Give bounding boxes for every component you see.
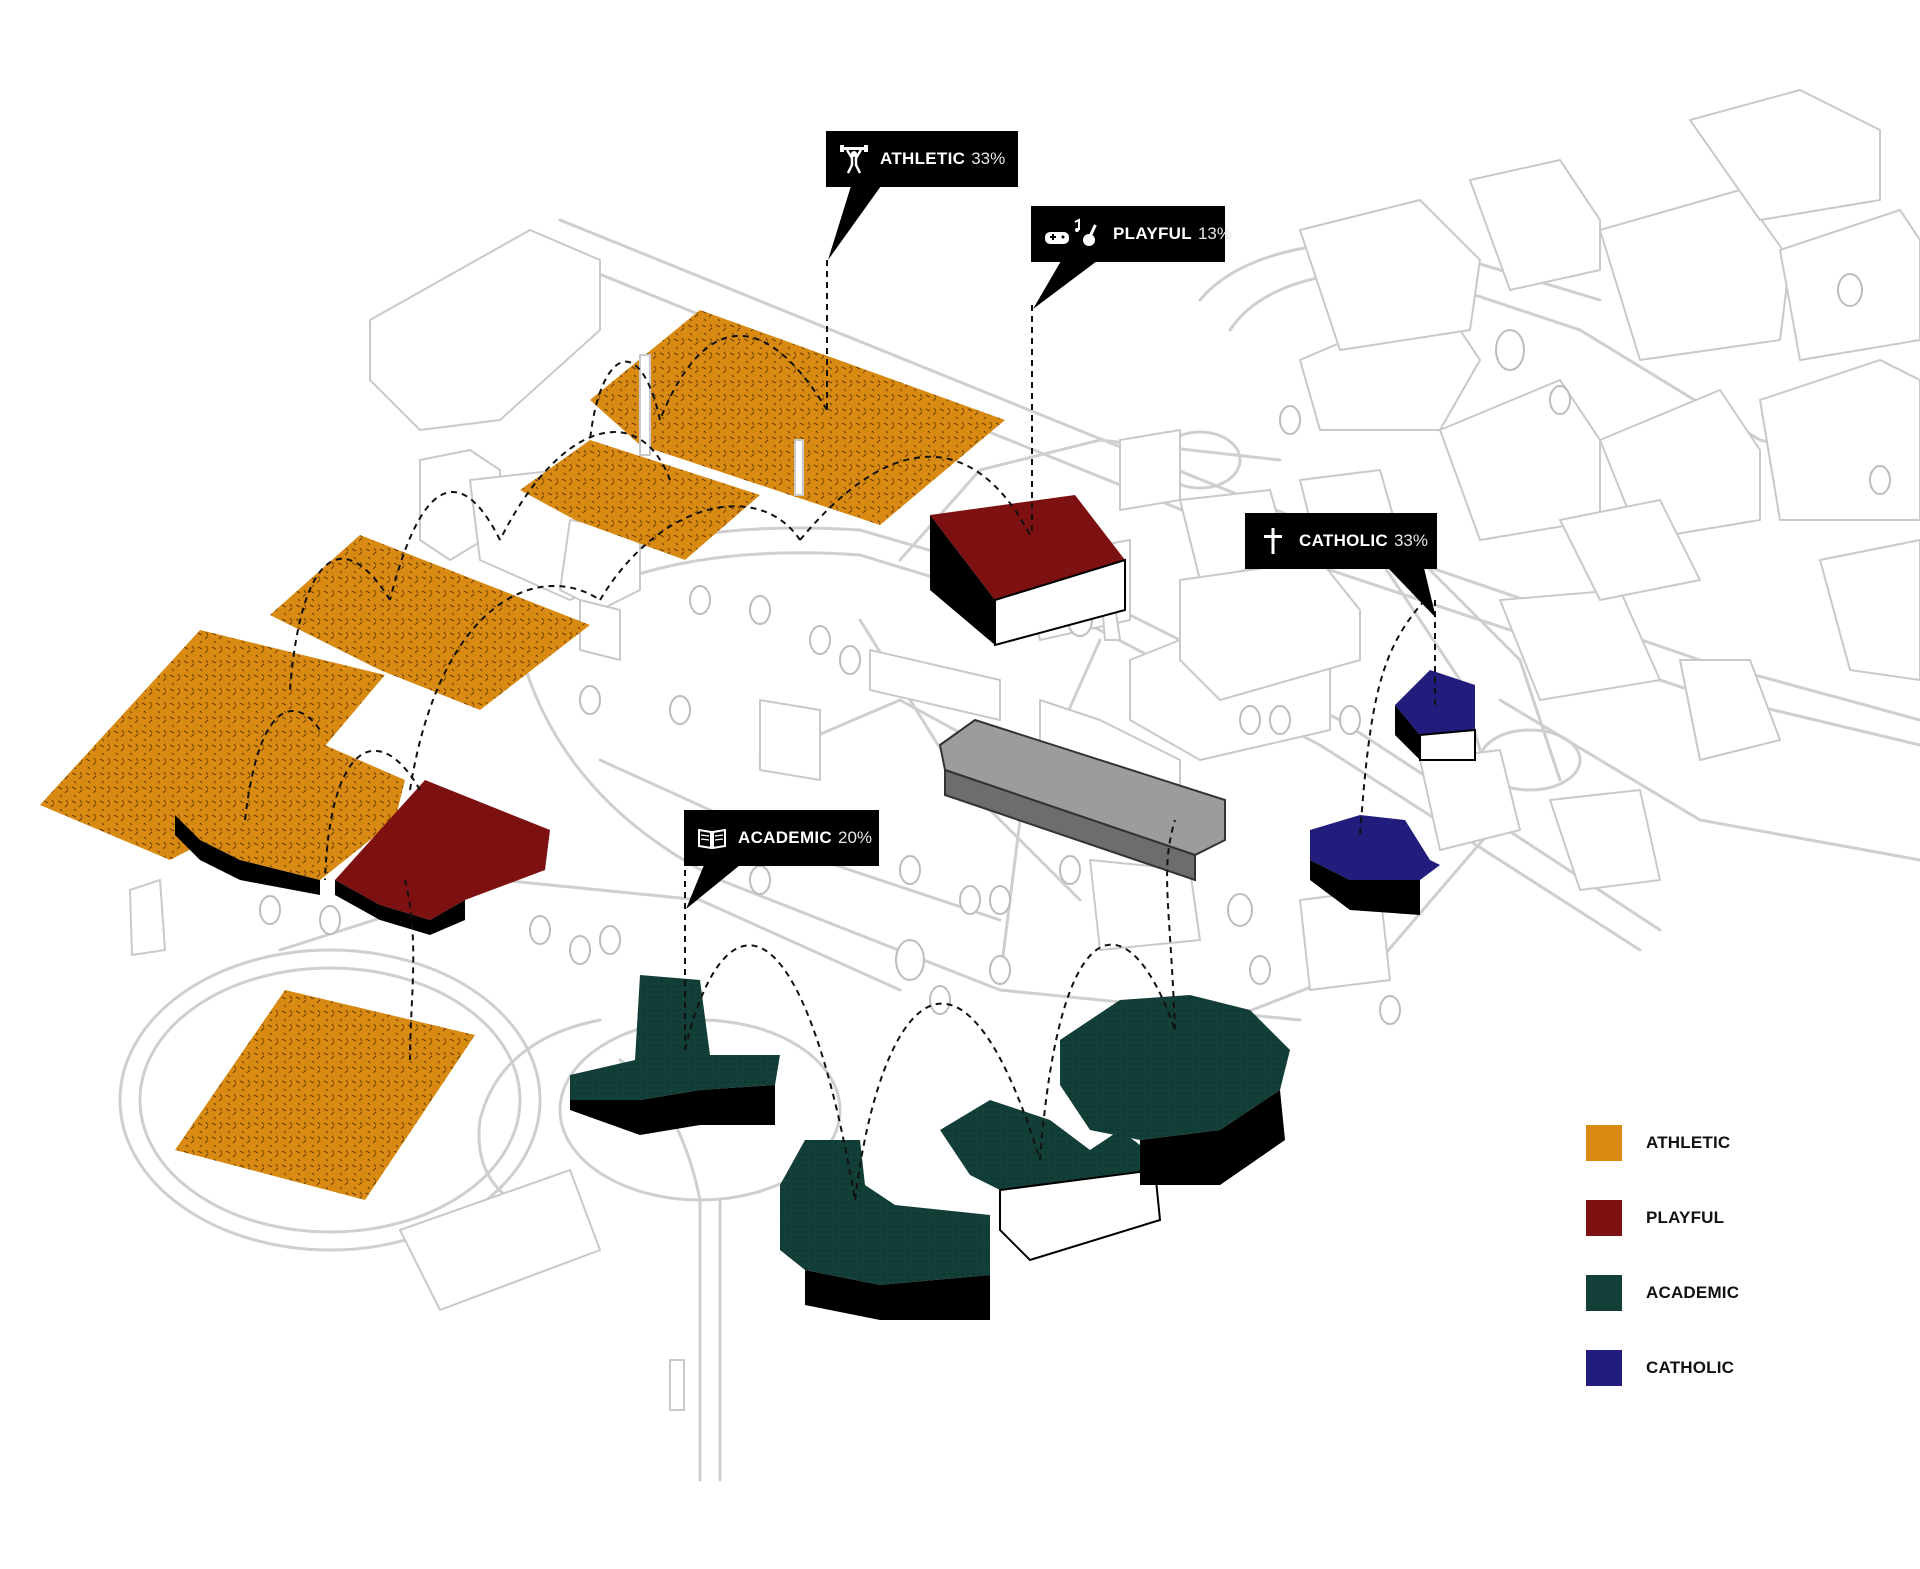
callout-academic-label: ACADEMIC — [738, 828, 833, 847]
legend-swatch-playful — [1586, 1200, 1622, 1236]
catholic-building — [1310, 815, 1440, 880]
cross-icon — [1257, 525, 1289, 557]
gamepad-guitar-icon — [1043, 218, 1103, 250]
callout-athletic: ATHLETIC 33% — [826, 131, 1018, 187]
athletic-field-upper — [520, 440, 760, 560]
callout-athletic-label: ATHLETIC — [880, 149, 966, 168]
playful-building-west — [335, 780, 550, 920]
academic-building-1-side — [570, 1085, 775, 1135]
legend-item-playful: PLAYFUL — [1586, 1200, 1739, 1236]
playful-building-north — [930, 495, 1125, 600]
callout-athletic-percent: 33% — [971, 149, 1006, 168]
callout-academic: ACADEMIC 20% — [684, 810, 879, 866]
main-heritage-building — [938, 718, 1226, 882]
legend-label-athletic: ATHLETIC — [1646, 1133, 1731, 1152]
legend-swatch-athletic — [1586, 1125, 1622, 1161]
legend-swatch-catholic — [1586, 1350, 1622, 1386]
callout-catholic-tail — [1388, 568, 1436, 618]
athletic-field-top — [590, 310, 1005, 525]
callout-academic-tail — [686, 865, 740, 909]
athletic-building-west-side — [175, 815, 320, 895]
legend-swatch-academic — [1586, 1275, 1622, 1311]
callout-catholic-percent: 33% — [1393, 531, 1428, 550]
callout-catholic: CATHOLIC 33% — [1245, 513, 1437, 569]
callout-playful-percent: 13% — [1197, 224, 1232, 243]
playful-building-north-side — [930, 515, 995, 645]
playful-building-west-side — [335, 880, 465, 935]
callout-playful-tail — [1033, 261, 1097, 309]
connection-lines — [244, 260, 1436, 1201]
callout-athletic-tail — [828, 186, 881, 260]
legend: ATHLETIC PLAYFUL ACADEMIC CATHOLIC — [1586, 1125, 1739, 1425]
book-icon — [696, 822, 728, 854]
catholic-chapel-side — [1395, 705, 1420, 760]
athletic-field-large — [40, 630, 385, 860]
callout-academic-percent: 20% — [838, 828, 873, 847]
academic-zones — [570, 975, 1290, 1320]
callout-playful-label: PLAYFUL — [1113, 224, 1192, 243]
catholic-zones — [1310, 670, 1476, 915]
legend-item-academic: ACADEMIC — [1586, 1275, 1739, 1311]
academic-building-4-side — [1140, 1090, 1285, 1185]
catholic-building-side — [1310, 860, 1420, 915]
catholic-chapel-face — [1419, 728, 1476, 761]
athletic-building-west — [175, 730, 405, 880]
context-trees — [259, 273, 1891, 1025]
legend-label-academic: ACADEMIC — [1646, 1283, 1740, 1302]
callout-catholic-label: CATHOLIC — [1299, 531, 1388, 550]
athletic-field-middle — [270, 535, 590, 710]
athletic-track-field — [175, 990, 475, 1200]
legend-item-athletic: ATHLETIC — [1586, 1125, 1739, 1161]
playful-zones — [335, 495, 1126, 935]
callout-playful: PLAYFUL 13% — [1031, 206, 1232, 262]
athletic-zones — [40, 310, 1005, 1200]
academic-building-1 — [570, 975, 780, 1100]
legend-item-catholic: CATHOLIC — [1586, 1350, 1739, 1386]
playful-building-north-face — [994, 558, 1126, 647]
legend-label-catholic: CATHOLIC — [1646, 1358, 1735, 1377]
academic-building-3-side — [999, 1168, 1162, 1262]
weightlifter-icon — [838, 143, 870, 175]
academic-building-4 — [1060, 995, 1290, 1140]
academic-building-2-side — [805, 1270, 990, 1320]
legend-label-playful: PLAYFUL — [1646, 1208, 1725, 1227]
academic-building-2 — [780, 1140, 990, 1285]
